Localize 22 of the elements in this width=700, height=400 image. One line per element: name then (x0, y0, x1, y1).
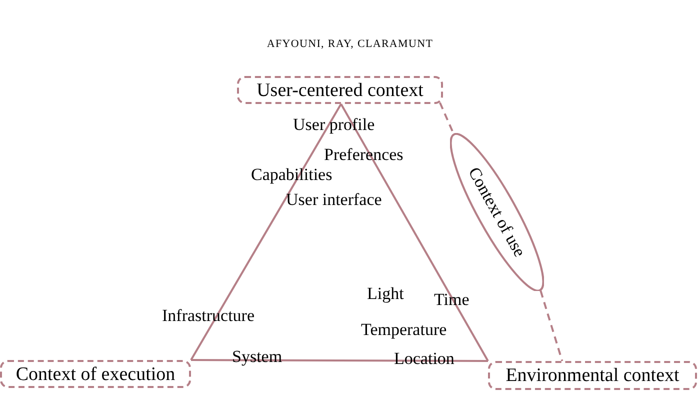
triangle-side (190, 104, 342, 360)
triangle-side (340, 104, 489, 362)
context-label: User-centered context (256, 80, 424, 100)
factor-label: Infrastructure (162, 307, 255, 324)
triangle-side (191, 359, 488, 362)
factor-label: Light (367, 285, 404, 302)
context-label: Context of execution (16, 364, 176, 384)
factor-label: Time (434, 291, 470, 308)
factor-label: User profile (293, 116, 375, 133)
context-label: Environmental context (506, 366, 680, 385)
context-box (488, 361, 697, 390)
dashed-connector (540, 290, 564, 362)
dashed-connector (439, 102, 454, 134)
factor-label: Capabilities (251, 166, 332, 183)
context-box (237, 76, 443, 104)
factor-label: User interface (286, 191, 382, 208)
factor-label: Preferences (324, 146, 404, 163)
context-box (0, 360, 191, 388)
factor-label: System (232, 348, 282, 365)
factor-label: Location (394, 350, 454, 367)
running-header: AFYOUNI, RAY, CLARAMUNT (266, 39, 434, 50)
factor-label: Temperature (361, 321, 447, 338)
